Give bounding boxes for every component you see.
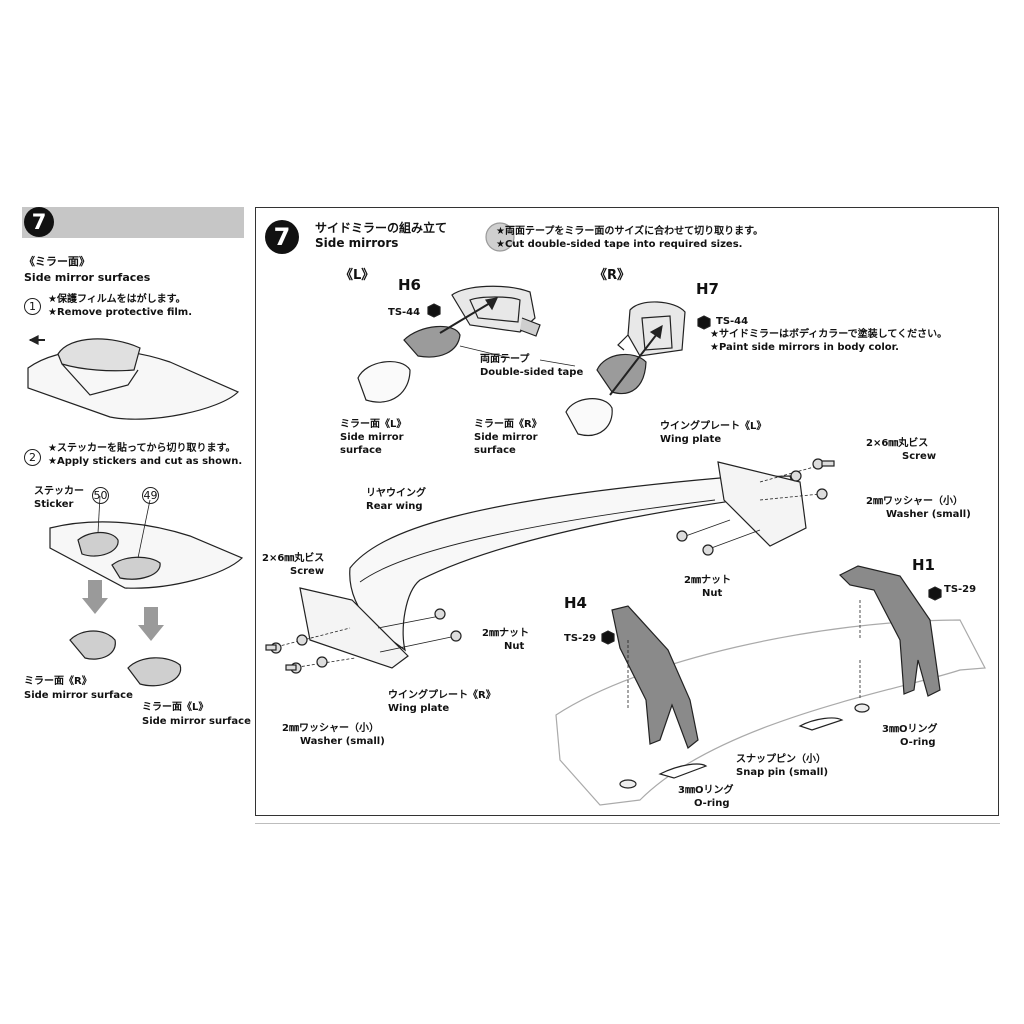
- cut-mirror-l-label-en: Side mirror surface: [142, 716, 251, 727]
- step2-text-en: ★Apply stickers and cut as shown.: [48, 456, 243, 467]
- oring-right-en: O-ring: [900, 737, 936, 748]
- wing-plate-r-ja: ウイングプレート《R》: [388, 690, 496, 701]
- tape-label-en: Double-sided tape: [480, 367, 584, 378]
- bottom-divider: [255, 823, 1000, 824]
- ts29-left: TS-29: [564, 633, 597, 644]
- washer-left-en: Washer (small): [300, 736, 385, 747]
- mirror-surface-r-ja: ミラー面《R》: [474, 419, 542, 430]
- part-h4: H4: [564, 594, 587, 612]
- mirror-surface-l-en2: surface: [340, 445, 382, 456]
- nut-mid-ja: 2㎜ナット: [482, 628, 529, 639]
- sticker-label-en: Sticker: [34, 499, 74, 510]
- part-h1: H1: [912, 556, 935, 574]
- paint-note-en: ★Paint side mirrors in body color.: [710, 342, 899, 353]
- oring-bottom-en: O-ring: [694, 798, 730, 809]
- mirror-left-tag: 《L》: [340, 268, 375, 283]
- step1-text-en: ★Remove protective film.: [48, 307, 193, 318]
- left-step-badge: 7: [24, 207, 54, 237]
- nut-top-en: Nut: [702, 588, 723, 599]
- tape-r-shape: [596, 353, 647, 395]
- mirror-surface-r-shape: [565, 398, 613, 436]
- step1-number: 1: [24, 295, 44, 315]
- note-ja: ★両面テープをミラー面のサイズに合わせて切り取ります。: [496, 226, 764, 237]
- step1-text-ja: ★保護フィルムをはがします。: [48, 294, 186, 305]
- sticker-board-illustration: [49, 495, 244, 589]
- paint-note-ja: ★サイドミラーはボディカラーで塗装してください。: [710, 329, 948, 340]
- part-h6: H6: [398, 276, 421, 294]
- sticker-number-50: 50: [92, 487, 109, 504]
- oring-bottom-ja: 3㎜Oリング: [678, 785, 734, 796]
- snap-pin-ja: スナップピン（小）: [736, 754, 826, 765]
- main-title-ja: サイドミラーの組み立て: [315, 221, 448, 235]
- wing-plate-l-ja: ウイングプレート《L》: [660, 421, 767, 432]
- ts29-right: TS-29: [944, 584, 977, 595]
- wing-plate-l-en: Wing plate: [660, 434, 722, 445]
- left-section-title-en: Side mirror surfaces: [24, 271, 151, 284]
- mirror-surface-l-ja: ミラー面《L》: [340, 419, 407, 430]
- mirror-surface-l-en1: Side mirror: [340, 432, 404, 443]
- wing-plate-r-shape: [299, 587, 409, 669]
- washer-left-ja: 2㎜ワッシャー（小）: [282, 723, 379, 734]
- washer-top-ja: 2㎜ワッシャー（小）: [866, 496, 963, 507]
- main-panel-frame: [255, 207, 999, 816]
- sticker-label-ja: ステッカー: [34, 486, 84, 497]
- wing-plate-r-en: Wing plate: [388, 703, 450, 714]
- mirror-right-tag: 《R》: [594, 268, 631, 283]
- oring-right-ja: 3㎜Oリング: [882, 724, 938, 735]
- main-title-en: Side mirrors: [315, 236, 399, 250]
- tape-l-shape: [403, 325, 461, 358]
- left-step-header-bar: [22, 207, 244, 238]
- rear-wing-ja: リヤウイング: [366, 488, 426, 499]
- step2-number: 2: [24, 446, 44, 466]
- wing-plate-l-shape: [717, 461, 807, 547]
- main-step-badge: 7: [265, 220, 299, 254]
- ts44-left: TS-44: [388, 307, 421, 318]
- cut-mirror-r-label-ja: ミラー面《R》: [24, 676, 92, 687]
- step2-text-ja: ★ステッカーを貼ってから切り取ります。: [48, 443, 236, 454]
- cut-mirror-l-shape: [127, 657, 182, 687]
- wing-stay-h4: [611, 605, 699, 749]
- note-en: ★Cut double-sided tape into required siz…: [496, 239, 743, 250]
- screw-left-en: Screw: [290, 566, 325, 577]
- left-section-title-ja: 《ミラー面》: [24, 255, 90, 268]
- nut-mid-en: Nut: [504, 641, 525, 652]
- mirror-surface-r-en1: Side mirror: [474, 432, 538, 443]
- screw-top-en: Screw: [902, 451, 937, 462]
- washer-top-en: Washer (small): [886, 509, 971, 520]
- screw-left-ja: 2×6㎜丸ビス: [262, 553, 325, 564]
- ts44-right: TS-44: [716, 316, 749, 327]
- mirror-surface-l-shape: [357, 361, 411, 403]
- tape-label-ja: 両面テープ: [480, 354, 530, 365]
- snap-pin-en: Snap pin (small): [736, 767, 829, 778]
- film-removal-illustration: [27, 335, 240, 420]
- screw-top-ja: 2×6㎜丸ビス: [866, 438, 929, 449]
- wing-stay-h1: [838, 565, 941, 697]
- sticker-number-49: 49: [142, 487, 159, 504]
- rear-wing-en: Rear wing: [366, 501, 423, 512]
- nut-top-ja: 2㎜ナット: [684, 575, 731, 586]
- down-arrows: [82, 580, 164, 641]
- cut-mirror-r-label-en: Side mirror surface: [24, 690, 133, 701]
- cut-mirror-l-label-ja: ミラー面《L》: [142, 702, 209, 713]
- part-h7: H7: [696, 280, 719, 298]
- cut-mirror-r-shape: [69, 630, 116, 660]
- mirror-surface-r-en2: surface: [474, 445, 516, 456]
